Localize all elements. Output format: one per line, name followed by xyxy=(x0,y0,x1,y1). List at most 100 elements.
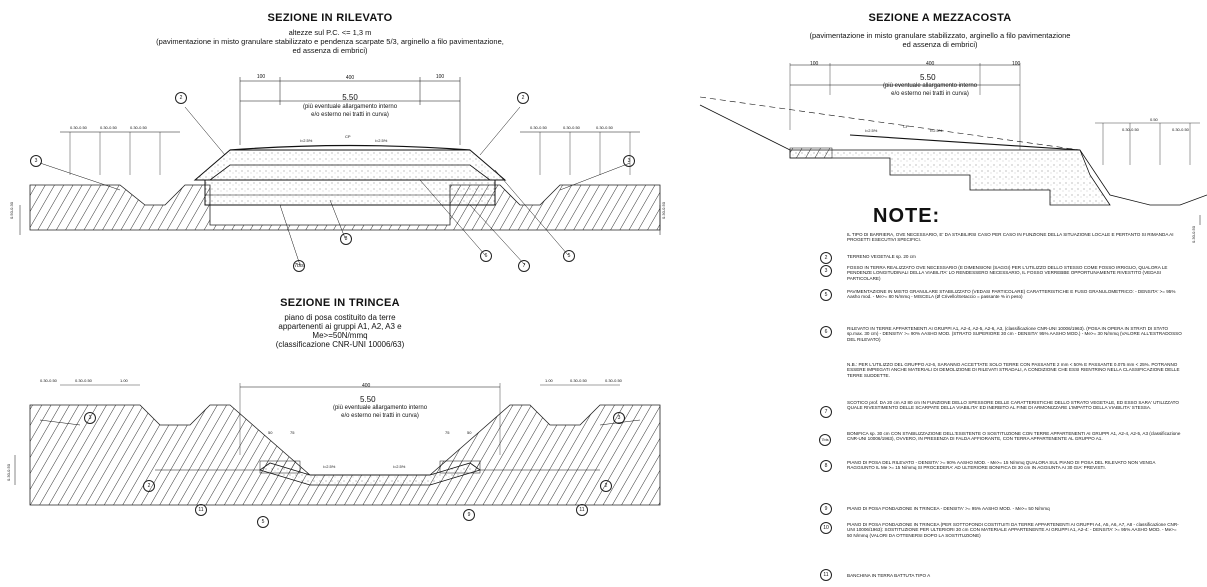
mezzacosta-subtitle-1: (pavimentazione in misto granulare stabi… xyxy=(809,31,1071,40)
trincea-subtitle-4: (classificazione CNR-UNI 10006/63) xyxy=(275,340,405,349)
trincea-small-dim-2: 75 xyxy=(290,430,295,435)
trincea-dim-r1: 1.00 xyxy=(545,378,553,383)
note-num-10: 10 xyxy=(820,522,832,534)
rilevato-title: SEZIONE IN RILEVATO xyxy=(267,12,393,24)
trincea-dim-r2: 0.30-0.50 xyxy=(570,378,587,383)
note-text-7: SCOTICO prof. DA 20 cm A3 80 cm IN FUNZI… xyxy=(847,400,1179,411)
rilevato-dim-r3: 0.30-0.50 xyxy=(596,125,613,130)
mezzacosta-title: SEZIONE A MEZZACOSTA xyxy=(868,12,1012,24)
trincea-callout-3-left: 3 xyxy=(84,412,96,424)
mezzacosta-dim-r1: 0.30-0.50 xyxy=(1122,127,1139,132)
note-text-11: BANCHINA IN TERRA BATTUTA TIPO A xyxy=(847,573,931,578)
rilevato-cp: CP xyxy=(345,134,351,139)
note-text-3: FOSSO IN TERRA REALIZZATO OVE NECESSARIO… xyxy=(847,265,1168,281)
trincea-title: SEZIONE IN TRINCEA xyxy=(280,297,400,309)
trincea-note-1: (più eventuale allargamento interno xyxy=(332,405,428,411)
note-text-10: PIANO DI POSA FONDAZIONE IN TRINCEA (PER… xyxy=(847,522,1179,538)
trincea-callout-5: 5 xyxy=(257,516,269,528)
note-num-2: 2 xyxy=(820,252,832,264)
road-surface xyxy=(229,144,471,151)
mezzacosta-drawing xyxy=(699,63,1207,225)
rilevato-subtitle-1: altezze sul P.C. <= 1,3 m xyxy=(288,28,372,37)
trincea-callout-3-right: 3 xyxy=(613,412,625,424)
rilevato-dim-left: 100 xyxy=(256,74,266,80)
rilevato-note-1: (più eventuale allargamento interno xyxy=(302,104,398,110)
trincea-subtitle-2: appartenenti ai gruppi A1, A2, A3 e xyxy=(278,322,402,331)
note-text-7bis: BONIFICA sp. 30 cm CON STABILIZZAZIONE D… xyxy=(847,431,1181,442)
mezzacosta-dim-r3: 0.30-0.50 xyxy=(1172,127,1189,132)
note-text-8: PIANO DI POSA DEL RILEVATO - DENSITA' >=… xyxy=(847,460,1156,471)
rilevato-dim-l2: 0.30-0.50 xyxy=(100,125,117,130)
mezzacosta-width: 5.50 xyxy=(920,73,936,82)
rilevato-dim-l1: 0.30-0.50 xyxy=(70,125,87,130)
callout-3-right: 3 xyxy=(623,155,635,167)
mezzacosta-dim-r2: 0.50 xyxy=(1150,117,1158,122)
callout-8: 8 xyxy=(340,233,352,245)
trincea-callout-11-right: 11 xyxy=(576,504,588,516)
trincea-small-dim-4: 50 xyxy=(467,430,472,435)
callout-2-left: 2 xyxy=(175,92,187,104)
rilevato-dim-right: 100 xyxy=(435,74,445,80)
trincea-vertical-left: 0.30-0.50 xyxy=(5,464,11,481)
rilevato-note-2: e/o esterno nei tratti in curva) xyxy=(311,112,389,118)
note-text-5: PAVIMENTAZIONE IN MISTO GRANULARE STABIL… xyxy=(847,289,1176,300)
rilevato-vertical-left: 0.50-0.30 xyxy=(8,202,14,219)
rilevato-dim-r1: 0.30-0.50 xyxy=(530,125,547,130)
mezzacosta-subtitle-2: ed assenza di embrici) xyxy=(902,40,978,49)
mezzacosta-dim-left: 100 xyxy=(810,61,819,67)
rilevato-slope-right: i=2.5% xyxy=(375,138,388,143)
callout-2-right: 2 xyxy=(517,92,529,104)
trincea-slope-right: i=2.5% xyxy=(393,464,406,469)
trincea-slope-left: i=2.5% xyxy=(323,464,336,469)
note-num-8: 8 xyxy=(820,460,832,472)
rilevato-slope-left: i=2.5% xyxy=(300,138,313,143)
note-num-5: 5 xyxy=(820,289,832,301)
mezzacosta-dim-right: 100 xyxy=(1012,61,1021,67)
notes-intro: IL TIPO DI BARRIERA, OVE NECESSARIO, E' … xyxy=(847,232,1174,243)
trincea-dim-l2: 0.30-0.50 xyxy=(75,378,92,383)
trincea-subtitle-1: piano di posa costituito da terre xyxy=(284,313,396,322)
rilevato-dim-r2: 0.30-0.50 xyxy=(563,125,580,130)
trincea-subtitle-3: Me>=50N/mmq xyxy=(312,331,368,340)
callout-7bis: 7bis xyxy=(293,260,305,272)
mezzacosta-vertical-right: 0.30-0.50 xyxy=(1190,226,1196,243)
mezzacosta-note-1: (più eventuale allargamento interno xyxy=(882,83,978,89)
rilevato-dim-total: 400 xyxy=(345,75,355,81)
note-num-3: 3 xyxy=(820,265,832,277)
trincea-drawing xyxy=(14,383,661,506)
note-text-nb: N.B.: PER L'UTILIZZO DEL GRUPPO A2-6, SA… xyxy=(847,362,1180,378)
rilevato-subtitle-2: (pavimentazione in misto granulare stabi… xyxy=(156,37,504,46)
trincea-dim-l1: 0.30-0.50 xyxy=(40,378,57,383)
trincea-note-2: e/o esterno nei tratti in curva) xyxy=(341,413,419,419)
trincea-callout-2-right: 2 xyxy=(600,480,612,492)
trincea-small-dim-3: 75 xyxy=(445,430,450,435)
callout-5: 5 xyxy=(563,250,575,262)
callout-7: 7 xyxy=(518,260,530,272)
trincea-callout-9: 9 xyxy=(463,509,475,521)
mezzacosta-slope-right: i=2.5% xyxy=(930,128,943,133)
note-num-9: 9 xyxy=(820,503,832,515)
trincea-width: 5.50 xyxy=(360,395,376,404)
mezzacosta-fill xyxy=(789,149,1111,206)
callout-3-left: 3 xyxy=(30,155,42,167)
notes-title: NOTE: xyxy=(873,205,941,227)
note-num-11: 11 xyxy=(820,569,832,581)
note-text-6: RILEVATO IN TERRE APPARTENENTI AI GRUPPI… xyxy=(847,326,1182,342)
note-text-2: TERRENO VEGETALE sp. 20 cm xyxy=(847,254,916,259)
note-num-7bis: 7bis xyxy=(819,434,831,446)
mezzacosta-slope-left: i=2.5% xyxy=(865,128,878,133)
mezzacosta-cp: CP xyxy=(903,124,909,129)
rilevato-width: 5.50 xyxy=(342,93,358,102)
rilevato-drawing xyxy=(19,77,661,266)
note-text-9: PIANO DI POSA FONDAZIONE IN TRINCEA - DE… xyxy=(847,506,1050,511)
trincea-dim-total: 400 xyxy=(362,383,371,389)
trincea-small-dim-1: 50 xyxy=(268,430,273,435)
trincea-dim-r3: 0.30-0.50 xyxy=(605,378,622,383)
rilevato-subtitle-3: ed assenza di embrici) xyxy=(292,46,368,55)
note-num-6: 6 xyxy=(820,326,832,338)
mezzacosta-note-2: e/o esterno nei tratti in curva) xyxy=(891,91,969,97)
trincea-dim-l3: 1.00 xyxy=(120,378,128,383)
trincea-callout-11-left: 11 xyxy=(195,504,207,516)
callout-6: 6 xyxy=(480,250,492,262)
rilevato-dim-l3: 0.30-0.50 xyxy=(130,125,147,130)
